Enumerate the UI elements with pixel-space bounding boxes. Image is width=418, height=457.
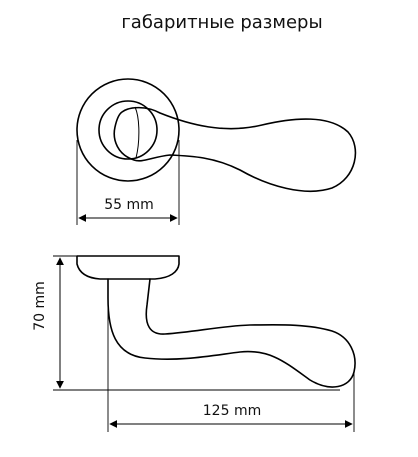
top-view: 55 mm <box>76 78 357 225</box>
side-view: 70 mm 125 mm <box>32 255 356 432</box>
handle-lever-top <box>113 106 357 192</box>
dimension-label-125: 125 mm <box>203 403 261 419</box>
rosette-profile <box>76 255 180 280</box>
dimension-label-70: 70 mm <box>32 281 48 331</box>
dimension-label-55: 55 mm <box>104 197 154 213</box>
handle-lever-side <box>107 278 356 388</box>
page-title: габаритные размеры <box>121 12 322 33</box>
rosette-inner <box>98 100 158 160</box>
rosette-outer <box>76 78 180 182</box>
handle-neck-line <box>134 106 140 159</box>
